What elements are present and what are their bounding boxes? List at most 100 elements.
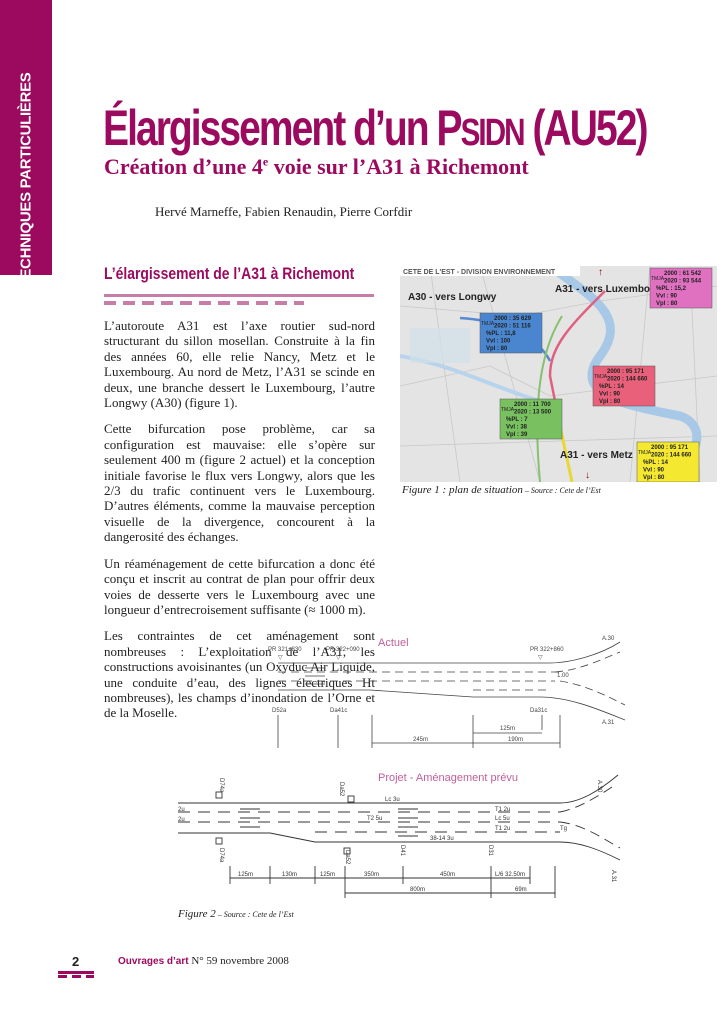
traffic-box: 2000 : 35 629 2020 : 51 116%PL : 11,8Vvl … [479,312,543,354]
traffic-box-bg [592,365,656,407]
traffic-vvl: Vvl : 38 [506,425,528,431]
title-suffix: (AU52) [523,100,649,156]
route-a31-north [548,290,606,427]
lane-label: Tg [560,826,567,832]
paragraph: Un réaménagement de cette bifurcation a … [104,555,375,617]
pr-label: PR 322+860 [530,647,564,653]
pr-marker: ▽ [538,655,543,661]
point-label: D52a [272,708,287,714]
projet-labels: A.30 A.31 Lc 3u T1 2u T2 5u Lc 5u T1 2u … [178,778,616,893]
dim-label: 125m [320,872,335,878]
traffic-pl: %PL : 14 [643,460,669,466]
traffic-vpl: Vpl : 80 [486,346,508,352]
traffic-pl: %PL : 11,8 [486,331,516,337]
traffic-tmja: TMJA [651,276,665,282]
traffic-box-bg [636,441,700,482]
dim-label: 450m [440,872,455,878]
traffic-pl: %PL : 15,2 [656,286,687,292]
pr-marker: ▽ [336,655,341,661]
traffic-vpl: Vpl : 39 [506,432,528,438]
point-label: Da52 [344,850,350,865]
title-smallcaps: SIDN [460,112,526,154]
figure1-map: CETE DE L'EST - DIVISION ENVIRONNEMENT ↑… [400,266,717,482]
authors: Hervé Marneffe, Fabien Renaudin, Pierre … [155,204,413,219]
traffic-tmja: TMJA [594,374,608,380]
section-band-label: TECHNIQUES PARTICULIÈRES [17,72,35,288]
subtitle-sup: e [262,154,269,169]
traffic-y2000: 2000 : 95 171 [607,369,645,375]
lane-label: 1.00 [557,673,569,679]
dim-label: 190m [508,737,523,743]
traffic-box-bg [649,267,713,309]
footer-issue: N° 59 novembre 2008 [188,955,289,967]
route-local [536,315,563,482]
title-main: Élargissement d’un P [103,100,463,156]
traffic-y2020: 2020 : 13 500 [514,410,552,416]
figure2-caption: Figure 2 – Source : Cete de l’Est [178,908,294,920]
traffic-pl: %PL : 7 [506,417,528,423]
traffic-box-bg [499,398,563,440]
traffic-tmja: TMJA [481,321,495,327]
section-band: TECHNIQUES PARTICULIÈRES [0,0,52,288]
label-a31-metz: A31 - vers Metz [560,450,633,461]
footer-brand: Ouvrages d’art [118,956,189,967]
traffic-vvl: Vvl : 90 [599,392,621,398]
lane-label: T1 2u [495,807,510,813]
map-header: CETE DE L'EST - DIVISION ENVIRONNEMENT [403,269,556,276]
section-rule [104,294,374,297]
point-label: Da31c [530,708,547,714]
traffic-y2000: 2000 : 61 542 [664,271,702,277]
point-label: D74a [218,848,224,863]
traffic-vpl: Vpl : 80 [599,399,621,405]
traffic-y2000: 2000 : 35 629 [494,316,532,322]
traffic-tmja: TMJA [638,450,652,456]
subtitle-pre: Création d’une 4 [104,154,263,179]
paragraph: Les contraintes de cet aménagement sont … [104,628,375,721]
lane-label: Lc 3u [385,797,400,803]
figure1-caption: Figure 1 : plan de situation – Source : … [402,484,601,496]
dim-label: L/6 32.50m [495,872,525,878]
lane-label: 38-14 3u [430,836,454,842]
traffic-vvl: Vvl : 90 [643,468,665,474]
dim-label: 800m [410,887,425,893]
point-label: D41 [399,845,405,857]
pr-marker: ▽ [278,655,283,661]
dim-label: 125m [238,872,253,878]
footer-dashes [58,975,94,978]
lane-label: T2 5u [367,816,382,822]
section-dashes [104,301,304,305]
traffic-vpl: Vpl : 80 [643,475,665,481]
traffic-box-bg [479,312,543,354]
label-a30: A30 - vers Longwy [408,292,497,303]
page-subtitle: Création d’une 4e voie sur l’A31 à Riche… [104,154,529,180]
pr-label: PR 321+830 [268,647,302,653]
subtitle-post: voie sur l’A31 à Richemont [268,154,529,179]
traffic-tmja: TMJA [501,407,515,413]
point-label: D74a [218,778,224,793]
point-label: Da41c [330,708,347,714]
arrow-south-icon: ↓ [585,470,590,481]
dim-label: 130m [282,872,297,878]
lane-label: T1 2u [495,826,510,832]
pr-label: PR 322+090 [326,647,360,653]
traffic-y2020: 2020 : 51 116 [494,324,531,330]
label-a31-lux: A31 - vers Luxembourg [555,284,666,295]
traffic-box: 2000 : 11 700 2020 : 13 500%PL : 7 Vvl : 3… [499,398,563,440]
section-heading: L’élargissement de l’A31 à Richemont [104,264,355,283]
traffic-y2000: 2000 : 11 700 [514,402,551,408]
diagram-actuel: Actuel [277,637,626,748]
traffic-pl: %PL : 14 [599,384,625,390]
page-number: 2 [72,954,80,969]
traffic-vvl: Vvl : 100 [486,339,511,345]
map-header-box [400,266,580,276]
paragraph: L’autoroute A31 est l’axe routier sud-no… [104,318,375,411]
traffic-y2020: 2020 : 144 660 [651,453,692,459]
body-text: L’autoroute A31 est l’axe routier sud-no… [104,318,375,732]
traffic-vvl: Vvl : 90 [656,294,678,300]
road-a30: A.30 [596,780,602,793]
actuel-title: Actuel [378,637,409,649]
